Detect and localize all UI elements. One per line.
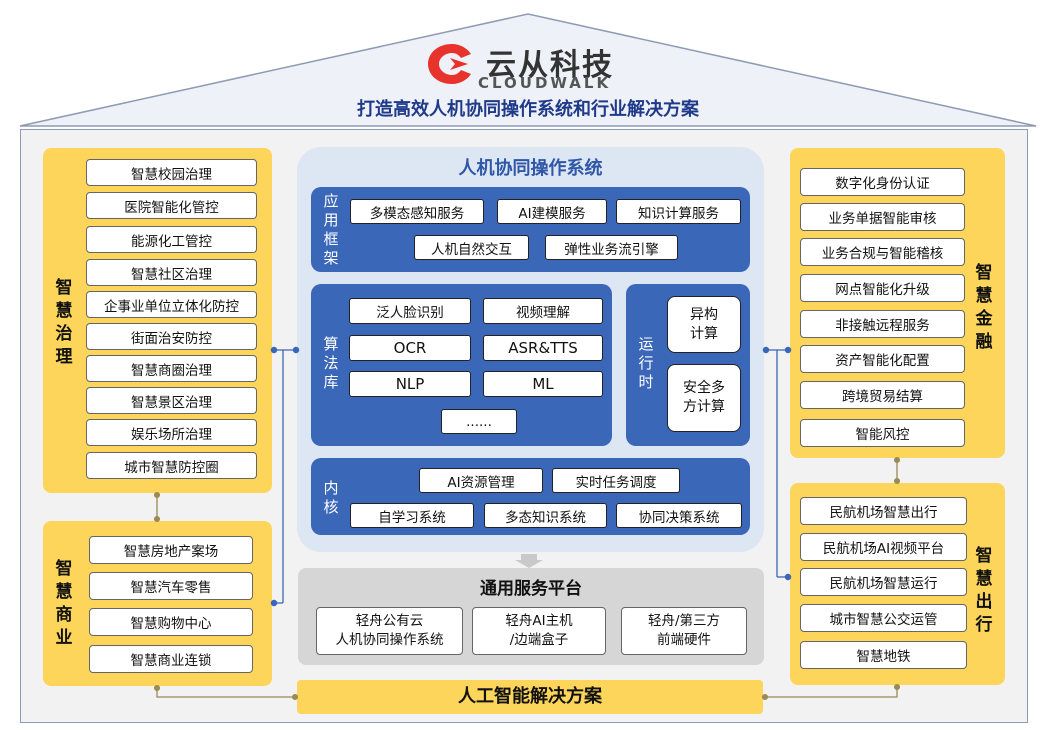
governance-item: 街面治安防控 [86, 323, 257, 350]
finance-item: 跨境贸易结算 [800, 381, 965, 409]
smart-commerce-title: 智 慧 商 业 [55, 559, 73, 648]
travel-item: 民航机场智慧运行 [800, 568, 967, 596]
travel-item: 城市智慧公交运管 [800, 604, 967, 632]
governance-item: 医院智能化管控 [86, 192, 257, 219]
company-name-en: CLOUDWALK [478, 74, 612, 92]
governance-item: 智慧景区治理 [86, 387, 257, 414]
finance-item: 智能风控 [800, 419, 965, 447]
os-title: 人机协同操作系统 [458, 158, 603, 179]
app-framework-item: AI建模服务 [497, 199, 607, 224]
algorithm-item: ML [483, 371, 603, 397]
runtime-label: 运 行 时 [638, 335, 654, 391]
governance-item: 智慧商圈治理 [86, 355, 257, 382]
travel-item: 民航机场AI视频平台 [800, 533, 967, 561]
governance-item: 城市智慧防控圈 [86, 452, 257, 479]
smart-finance-title: 智 慧 金 融 [975, 263, 993, 352]
travel-item: 智慧地铁 [800, 641, 967, 669]
slogan: 打造高效人机协同操作系统和行业解决方案 [357, 99, 699, 120]
roof-outline [19, 13, 1037, 127]
governance-item: 智慧校园治理 [86, 159, 257, 186]
kernel-item: 协同决策系统 [616, 503, 742, 528]
platform-item: 轻舟公有云人机协同操作系统 [316, 607, 463, 655]
app-framework-item: 知识计算服务 [616, 199, 741, 224]
kernel-item: 多态知识系统 [484, 503, 607, 528]
kernel-item: AI资源管理 [419, 468, 543, 493]
runtime-item: 安全多方计算 [667, 364, 741, 432]
governance-item: 能源化工管控 [86, 226, 257, 253]
kernel-item: 自学习系统 [350, 503, 474, 528]
finance-item: 业务合规与智能稽核 [800, 238, 965, 266]
platform-item: 轻舟/第三方前端硬件 [621, 607, 747, 655]
company-name: 云从科技 [486, 48, 614, 83]
app-framework-item: 多模态感知服务 [350, 199, 484, 224]
kernel-label: 内 核 [323, 479, 339, 516]
commerce-item: 智慧商业连锁 [89, 645, 253, 673]
finance-item: 数字化身份认证 [800, 168, 965, 196]
app-framework-label: 应 用 框 架 [323, 192, 339, 267]
platform-title: 通用服务平台 [480, 579, 582, 599]
algorithm-item: ASR&TTS [483, 335, 603, 361]
kernel-item: 实时任务调度 [552, 468, 680, 493]
commerce-item: 智慧购物中心 [89, 608, 253, 636]
governance-item: 娱乐场所治理 [86, 419, 257, 446]
runtime-item: 异构计算 [667, 296, 741, 353]
governance-item: 企事业单位立体化防控 [86, 291, 257, 318]
app-framework-item: 弹性业务流引擎 [545, 235, 678, 260]
algorithm-item-more: ...... [441, 409, 517, 434]
cloudwalk-logo-icon [428, 44, 471, 84]
commerce-item: 智慧房地产案场 [89, 536, 253, 564]
finance-item: 业务单据智能审核 [800, 203, 965, 231]
ai-solutions-bar: 人工智能解决方案 [297, 680, 763, 714]
governance-item: 智慧社区治理 [86, 259, 257, 286]
finance-item: 非接触远程服务 [800, 310, 965, 338]
commerce-item: 智慧汽车零售 [89, 572, 253, 600]
algorithm-item: NLP [349, 371, 471, 397]
smart-governance-title: 智 慧 治 理 [55, 278, 73, 367]
algorithm-item: 泛人脸识别 [349, 298, 471, 324]
travel-item: 民航机场智慧出行 [800, 497, 967, 525]
algorithm-item: OCR [349, 335, 471, 361]
app-framework-item: 人机自然交互 [414, 235, 529, 260]
finance-item: 资产智能化配置 [800, 345, 965, 373]
algorithm-item: 视频理解 [483, 298, 603, 324]
smart-travel-title: 智 慧 出 行 [975, 546, 993, 635]
algorithm-lib-label: 算 法 库 [323, 335, 339, 391]
platform-item: 轻舟AI主机/边端盒子 [472, 607, 606, 655]
finance-item: 网点智能化升级 [800, 274, 965, 302]
